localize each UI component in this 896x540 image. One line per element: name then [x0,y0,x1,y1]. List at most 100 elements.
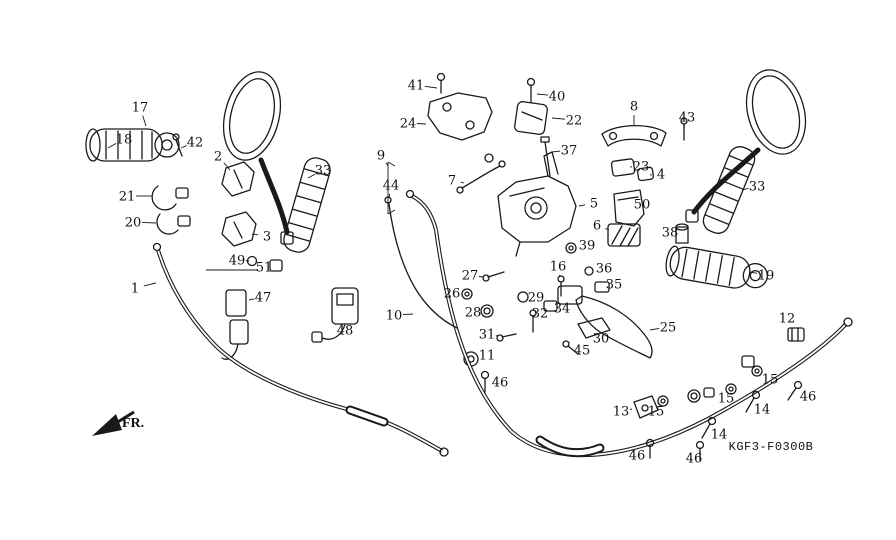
part-label-31[interactable]: 31 [479,328,499,343]
part-label-12[interactable]: 12 [779,312,796,327]
part-label-35[interactable]: 35 [606,278,623,293]
mirror-holder-bracket-8 [601,117,688,147]
connector-6 [607,223,641,247]
leader-line [141,221,157,224]
part-number: 18 [116,133,133,148]
pivot-hardware [461,242,611,393]
part-label-8[interactable]: 8 [630,100,638,127]
part-label-25[interactable]: 25 [649,321,677,336]
handle-clamp-20 [156,213,191,235]
part-label-9[interactable]: 9 [377,149,389,167]
part-number: 49 [229,254,246,269]
part-label-41[interactable]: 41 [408,79,438,94]
part-label-11[interactable]: 11 [479,349,496,364]
part-label-47[interactable]: 47 [248,291,271,306]
part-label-15[interactable]: 15 [648,405,665,420]
part-number: 13 [613,405,630,420]
part-number: 4 [657,168,665,183]
part-label-33[interactable]: 33 [741,180,765,195]
leader-line [536,93,549,96]
throttle-cable [405,189,853,458]
part-label-42[interactable]: 42 [180,136,204,151]
part-number: 50 [634,198,651,213]
part-label-46[interactable]: 46 [686,452,703,467]
part-label-28[interactable]: 28 [465,306,482,321]
right-grip [665,245,768,289]
part-label-18[interactable]: 18 [107,133,133,149]
part-label-30[interactable]: 30 [593,332,610,347]
part-label-1[interactable]: 1 [131,282,157,297]
part-label-39[interactable]: 39 [579,239,596,254]
part-label-14[interactable]: 14 [711,428,728,443]
leader-line [551,150,561,153]
part-label-24[interactable]: 24 [400,117,427,132]
left-mirror [222,71,294,245]
diagram-artwork: FR. KGF3-F0300B [85,69,853,461]
part-label-49[interactable]: 49 [229,254,250,269]
part-number: 19 [758,269,775,284]
part-label-40[interactable]: 40 [536,90,565,105]
cap-38 [675,223,689,244]
part-number: 17 [132,101,149,116]
part-label-46[interactable]: 46 [629,449,646,464]
part-number: 46 [492,376,509,391]
part-label-29[interactable]: 29 [528,291,545,306]
part-label-7[interactable]: 7 [448,174,465,189]
part-label-21[interactable]: 21 [119,190,152,205]
part-label-32[interactable]: 32 [532,307,549,322]
part-number: 46 [629,449,646,464]
part-label-44[interactable]: 44 [383,179,400,199]
part-label-19[interactable]: 19 [749,269,775,284]
part-number: 25 [660,321,677,336]
part-label-27[interactable]: 27 [462,269,484,284]
part-label-50[interactable]: 50 [634,198,651,213]
fr-direction-arrow: FR. [92,410,144,436]
leader-line [180,145,187,149]
part-label-5[interactable]: 5 [578,197,598,212]
part-label-2[interactable]: 2 [214,150,231,171]
part-label-6[interactable]: 6 [593,219,610,234]
part-label-43[interactable]: 43 [679,111,696,129]
leader-line [107,143,117,149]
part-label-15[interactable]: 15 [718,392,735,407]
part-number: 32 [532,307,549,322]
handle-clamp-21 [151,185,189,211]
part-label-33[interactable]: 33 [307,164,331,179]
part-label-23[interactable]: 23 [629,160,649,175]
part-label-10[interactable]: 10 [386,309,414,324]
part-label-46[interactable]: 46 [800,390,817,405]
leader-line [578,204,586,207]
bracket-50 [613,189,645,227]
part-label-3[interactable]: 3 [251,230,271,245]
part-number: 46 [800,390,817,405]
part-label-15[interactable]: 15 [762,373,779,388]
part-label-34[interactable]: 34 [554,302,571,317]
part-label-17[interactable]: 17 [132,101,149,127]
part-label-37[interactable]: 37 [551,144,577,159]
part-label-16[interactable]: 16 [550,260,567,278]
leader-line [424,85,438,89]
leader-line [460,181,465,184]
part-label-48[interactable]: 48 [337,324,354,339]
part-number: 14 [754,403,771,418]
part-label-36[interactable]: 36 [596,262,613,277]
part-number: 26 [444,287,461,302]
part-number: 34 [554,302,571,317]
part-label-45[interactable]: 45 [574,344,591,359]
part-label-20[interactable]: 20 [125,216,157,231]
part-label-13[interactable]: 13 [613,405,633,420]
cable-7 [456,153,506,194]
left-grip [85,128,180,162]
part-label-38[interactable]: 38 [662,226,679,241]
part-label-22[interactable]: 22 [551,114,582,129]
part-number: 48 [337,324,354,339]
part-label-51[interactable]: 51 [256,261,273,276]
holder-bracket-24 [427,72,493,141]
part-label-46[interactable]: 46 [492,376,509,391]
part-label-4[interactable]: 4 [649,168,665,183]
part-number: 11 [479,349,496,364]
part-label-14[interactable]: 14 [754,403,771,418]
part-label-26[interactable]: 26 [444,287,461,302]
part-number: 42 [187,136,204,151]
